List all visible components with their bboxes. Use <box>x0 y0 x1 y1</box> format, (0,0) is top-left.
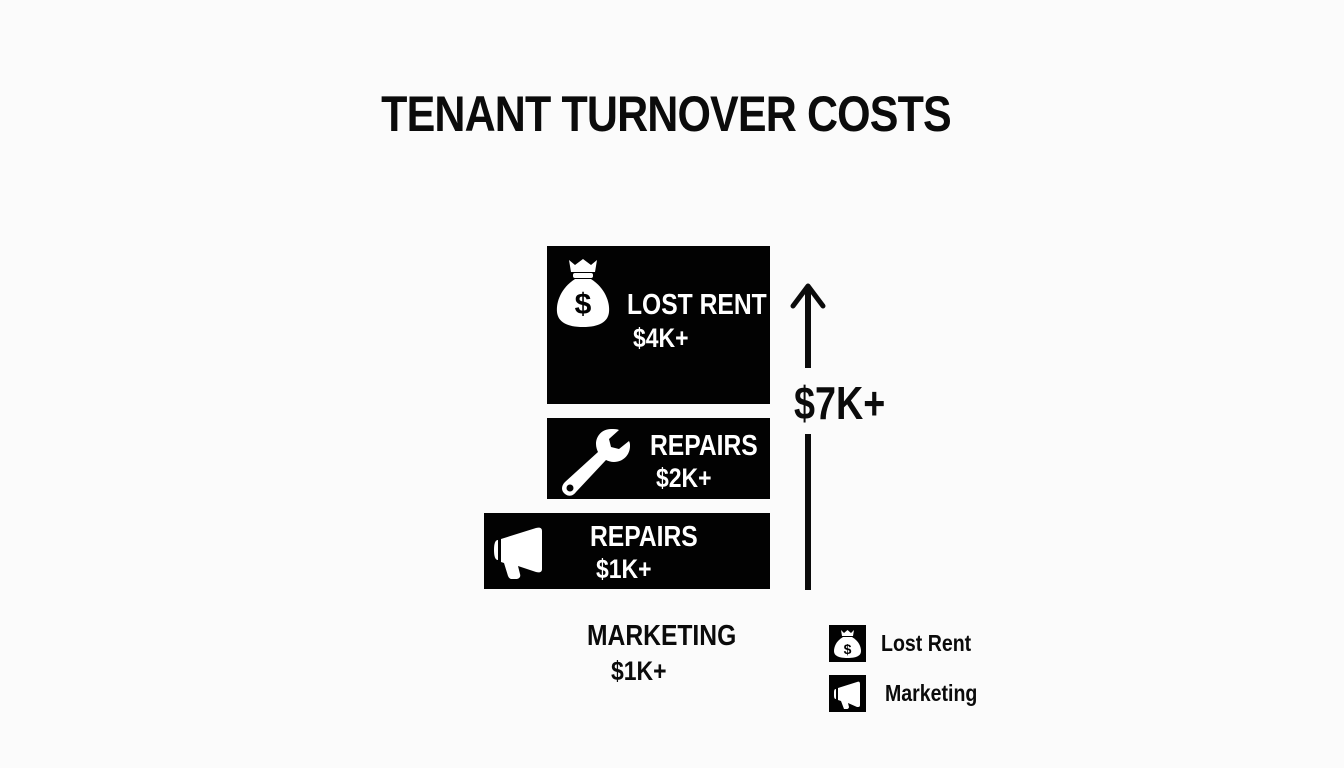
megaphone-icon <box>834 681 860 709</box>
cost-block-lost-rent: $ LOST RENT $4K+ <box>547 246 770 404</box>
marketing-caption-label: MARKETING <box>587 620 737 652</box>
cost-label: LOST RENT <box>627 289 767 321</box>
svg-text:$: $ <box>844 641 852 657</box>
cost-block-marketing: REPAIRS $1K+ <box>484 513 770 589</box>
total-cost-label: $7K+ <box>794 377 886 429</box>
page-title: TENANT TURNOVER COSTS <box>381 86 951 142</box>
marketing-caption-value: $1K+ <box>611 656 667 686</box>
money-bag-icon: $ <box>834 630 861 658</box>
cost-value: $4K+ <box>633 323 689 353</box>
svg-text:$: $ <box>575 288 592 321</box>
cost-block-repairs: REPAIRS $2K+ <box>547 418 770 499</box>
legend-swatch <box>829 675 866 712</box>
cost-value: $1K+ <box>596 554 652 584</box>
cost-label: REPAIRS <box>590 521 698 553</box>
arrow-shaft-lower <box>805 434 811 590</box>
arrow-shaft-upper <box>805 286 811 368</box>
legend-swatch: $ <box>829 625 866 662</box>
legend-label: Lost Rent <box>881 630 972 656</box>
money-bag-icon: $ <box>556 259 610 327</box>
wrench-icon <box>562 429 630 496</box>
megaphone-icon <box>494 527 542 579</box>
cost-label: REPAIRS <box>650 430 758 462</box>
cost-value: $2K+ <box>656 463 712 493</box>
legend-label: Marketing <box>885 680 978 706</box>
